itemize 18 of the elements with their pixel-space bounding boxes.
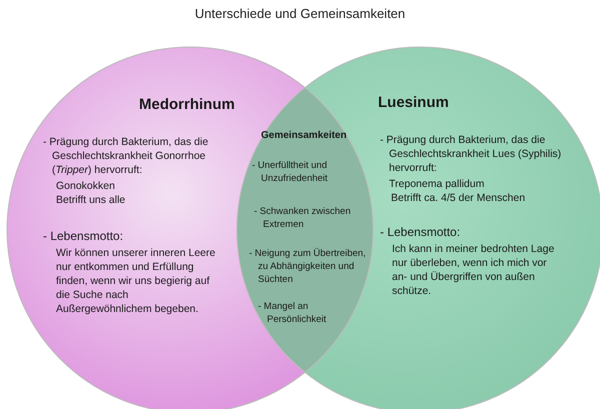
bullet-text: - Lebensmotto: [43, 229, 124, 243]
overlap-heading: Gemeinsamkeiten [261, 129, 348, 143]
circle-heading: Luesinum [378, 96, 450, 110]
common-trait-text: - Neigung zum Übertreiben, zu Abhängigkeiten und Süchten [249, 247, 367, 286]
description-text: Betrifft uns alle [56, 193, 126, 207]
bullet-text: - Lebensmotto: [380, 225, 462, 239]
description-text: Gonokokken [56, 179, 116, 193]
description-text: Ich kann in meiner bedrohten Lage nur überleben, wenn ich mich vor an- und Übergriffen von außen schütze. [392, 242, 556, 298]
description-text: Treponema pallidum [389, 177, 486, 191]
bullet-text: - Prägung durch Bakterium, das die Geschlechtskrankheit Lues (Syphilis) hervorruft: [380, 133, 562, 175]
bullet-text: - Prägung durch Bakterium, das die Geschlechtskrankheit Gonorrhoe (Tripper) hervorruft: [43, 135, 210, 177]
description-text: Betrifft ca. 4/5 der Menschen [391, 191, 526, 205]
description-text: Wir können unserer inneren Leere nur entkommen und Erfüllung finden, wenn wir uns begierig auf die Suche nach Außergewöhnlichem begeben. [56, 246, 216, 316]
circle-heading: Medorrhinum [139, 98, 236, 112]
common-trait-text: - Mangel an Persönlichkeit [258, 300, 328, 326]
diagram-title: Unterschiede und Gemeinsamkeiten [194, 6, 406, 21]
common-trait-text: - Schwanken zwischen Extremen [254, 205, 352, 231]
common-trait-text: - Unerfülltheit und Unzufriedenheit [252, 159, 329, 185]
